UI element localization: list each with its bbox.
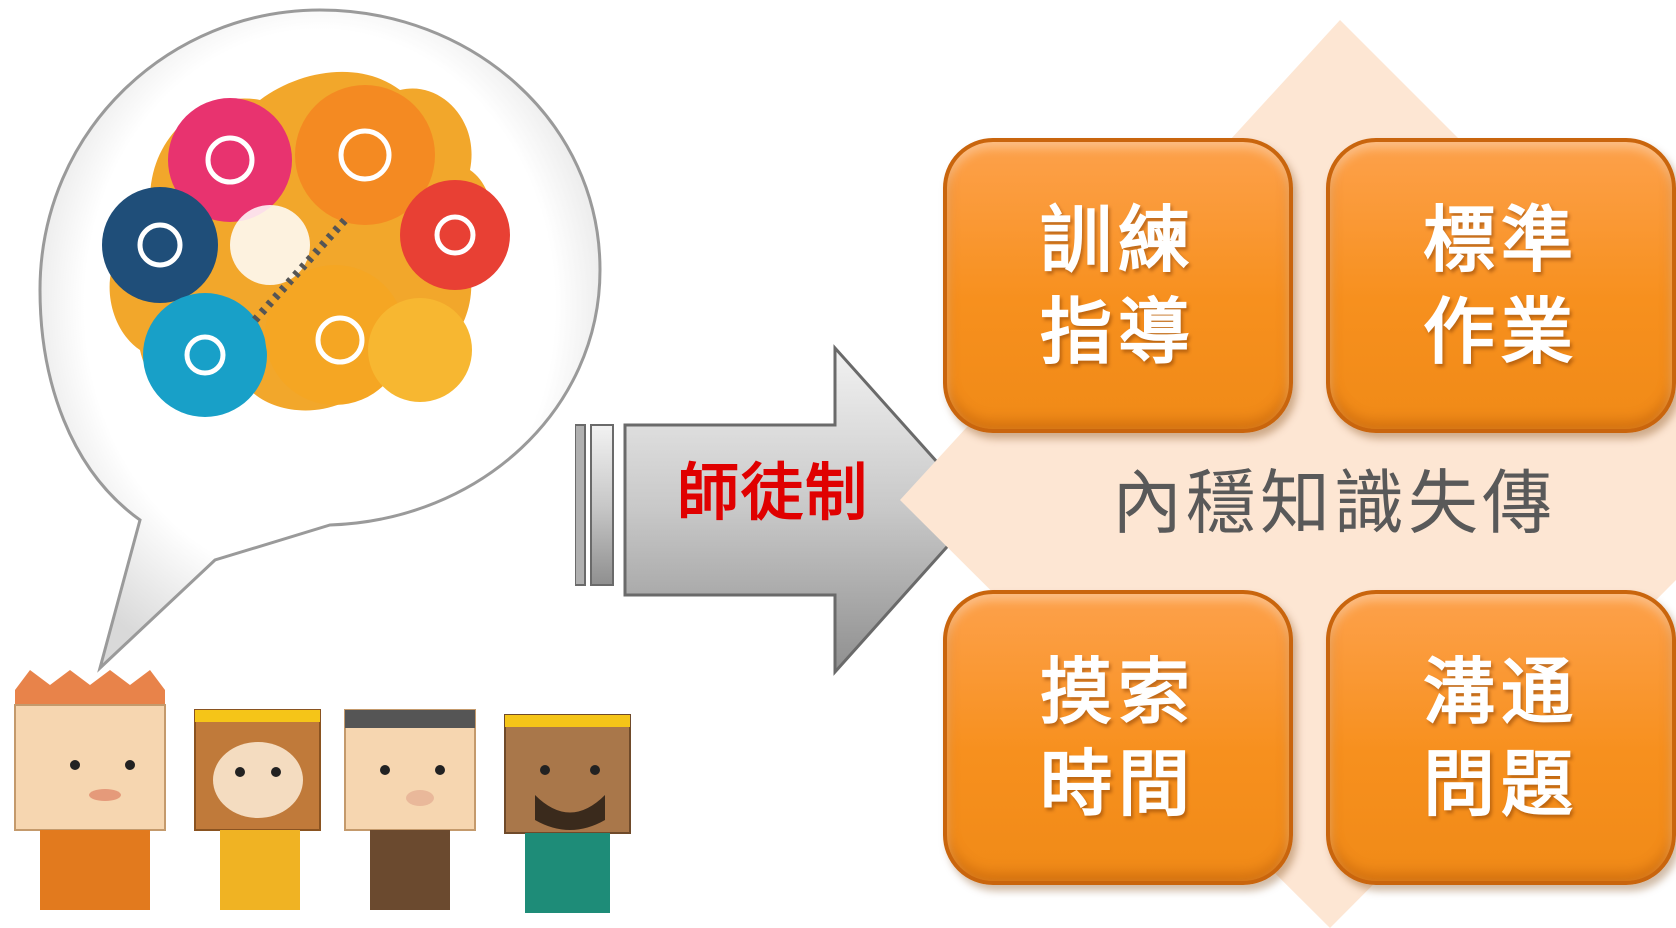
tile-line-1: 溝通 <box>1422 649 1579 734</box>
tile-line-1: 訓練 <box>1039 197 1196 282</box>
tile-line-2: 作業 <box>1422 289 1579 374</box>
tile-line-2: 時間 <box>1039 741 1196 826</box>
tile-line-1: 標準 <box>1422 197 1579 282</box>
tile-line-2: 指導 <box>1039 289 1196 374</box>
process-arrow <box>575 344 983 676</box>
pig-character <box>344 709 476 910</box>
apprenticeship-label: 師徒制 <box>676 456 869 529</box>
tile-line-1: 摸索 <box>1039 649 1196 734</box>
sand-monk-character <box>504 714 631 913</box>
knowledge-loss-label: 內穩知識失傳 <box>1112 462 1556 544</box>
cartoon-characters-illustration <box>14 670 631 913</box>
monk-character <box>14 670 166 910</box>
training-guidance-tile: 訓練 指導 <box>943 138 1293 433</box>
communication-problem-tile: 溝通 問題 <box>1326 590 1676 885</box>
thought-bubble <box>38 8 602 673</box>
standard-operation-tile: 標準 作業 <box>1326 138 1676 433</box>
tile-line-2: 問題 <box>1422 741 1579 826</box>
monkey-character <box>194 709 321 910</box>
brain-collage-illustration <box>102 71 510 417</box>
exploration-time-tile: 摸索 時間 <box>943 590 1293 885</box>
